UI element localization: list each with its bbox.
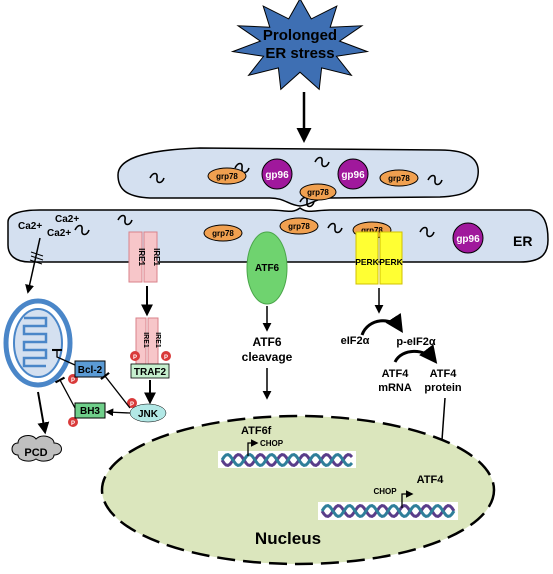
svg-text:IRE1: IRE1 — [142, 332, 149, 348]
atf4-protein-line2: protein — [424, 382, 462, 394]
atf4-translation-arrow — [393, 344, 438, 364]
svg-text:grp78: grp78 — [212, 229, 234, 238]
atf4-protein-line1: ATF4 — [430, 368, 458, 380]
svg-text:IRE1: IRE1 — [137, 248, 146, 266]
atf6f-label: ATF6f — [241, 425, 272, 437]
svg-text:IRE1: IRE1 — [154, 332, 161, 348]
svg-text:P: P — [71, 378, 75, 384]
svg-text:gp96: gp96 — [265, 170, 289, 181]
atf4-mrna-line2: mRNA — [378, 382, 412, 394]
eif2a-label: eIF2α — [341, 335, 370, 347]
phospho-groups: P P P P P — [68, 351, 171, 427]
chop-label-atf6: CHOP — [260, 439, 284, 448]
bh3-to-bcl2 — [54, 376, 76, 409]
chop-label-atf4: CHOP — [373, 487, 397, 496]
jnk-activate-bh3 — [105, 408, 131, 417]
mitochondrion — [3, 298, 73, 388]
gp96-chaperones: gp96 gp96 gp96 — [261, 158, 484, 254]
jnk-label: JNK — [138, 409, 159, 420]
svg-text:gp96: gp96 — [341, 170, 365, 181]
mito-to-pcd-arrow — [37, 391, 50, 435]
atf4-promoter-arrow — [401, 490, 414, 508]
svg-text:IRE1: IRE1 — [152, 248, 161, 266]
er-stress-star: Prolonged ER stress — [230, 0, 370, 91]
calcium-label-3: Ca2+ — [47, 228, 71, 239]
dna-atf4-target — [318, 502, 458, 520]
atf6-cleavage-line2: cleavage — [242, 350, 293, 364]
calcium-channel-marks — [29, 251, 44, 265]
jnk-inhibit-bcl2 — [100, 371, 131, 409]
atf4-mrna-line1: ATF4 — [382, 368, 410, 380]
star-title-line2: ER stress — [265, 45, 334, 62]
traf2-label: TRAF2 — [134, 367, 167, 378]
svg-text:PERK: PERK — [355, 257, 379, 267]
svg-text:grp78: grp78 — [307, 188, 329, 197]
ire1-receptor: IRE1 IRE1 — [128, 231, 161, 283]
svg-text:grp78: grp78 — [361, 226, 383, 235]
nucleus — [100, 414, 496, 566]
er-lower-cisterna — [7, 207, 549, 263]
bcl2-label: Bcl-2 — [78, 365, 103, 376]
star-title-line1: Prolonged — [263, 27, 337, 44]
atf4-nuclear-label: ATF4 — [417, 474, 445, 486]
svg-text:gp96: gp96 — [456, 234, 480, 245]
svg-text:grp78: grp78 — [288, 222, 310, 231]
unfolded-proteins — [74, 156, 443, 238]
svg-text:PERK: PERK — [379, 257, 403, 267]
bcl2-box — [74, 360, 106, 378]
bh3-label: BH3 — [80, 406, 100, 417]
calcium-ions: Ca2+ Ca2+ Ca2+ — [18, 214, 79, 239]
dna-atf6-target — [218, 451, 356, 468]
bcl2-inhibit — [51, 348, 76, 366]
pcd-cloud — [11, 435, 62, 462]
svg-text:P: P — [130, 402, 134, 408]
nucleus-label: Nucleus — [255, 529, 321, 548]
calcium-arrow — [25, 237, 41, 294]
calcium-label-1: Ca2+ — [18, 221, 42, 232]
er-label: ER — [513, 233, 532, 249]
perk-receptor: PERK PERK — [355, 231, 404, 285]
svg-text:P: P — [71, 421, 75, 427]
ire1-active: IRE1 IRE1 TRAF2 — [130, 317, 170, 379]
atf6-receptor — [246, 231, 288, 305]
atf6-label: ATF6 — [255, 263, 280, 274]
atf6-cleavage-line1: ATF6 — [252, 335, 281, 349]
atf6-promoter-arrow — [247, 439, 259, 456]
er-upper-cisterna — [117, 147, 479, 207]
bh3-box — [74, 402, 106, 419]
svg-text:grp78: grp78 — [216, 172, 238, 181]
calcium-label-2: Ca2+ — [55, 214, 79, 225]
p-eif2a-label: p-eIF2α — [396, 336, 435, 348]
svg-text:P: P — [133, 355, 137, 361]
eif2a-phosphorylation-arrow — [360, 313, 403, 336]
svg-text:grp78: grp78 — [388, 174, 410, 183]
svg-text:P: P — [164, 355, 168, 361]
pcd-label: PCD — [24, 447, 47, 459]
